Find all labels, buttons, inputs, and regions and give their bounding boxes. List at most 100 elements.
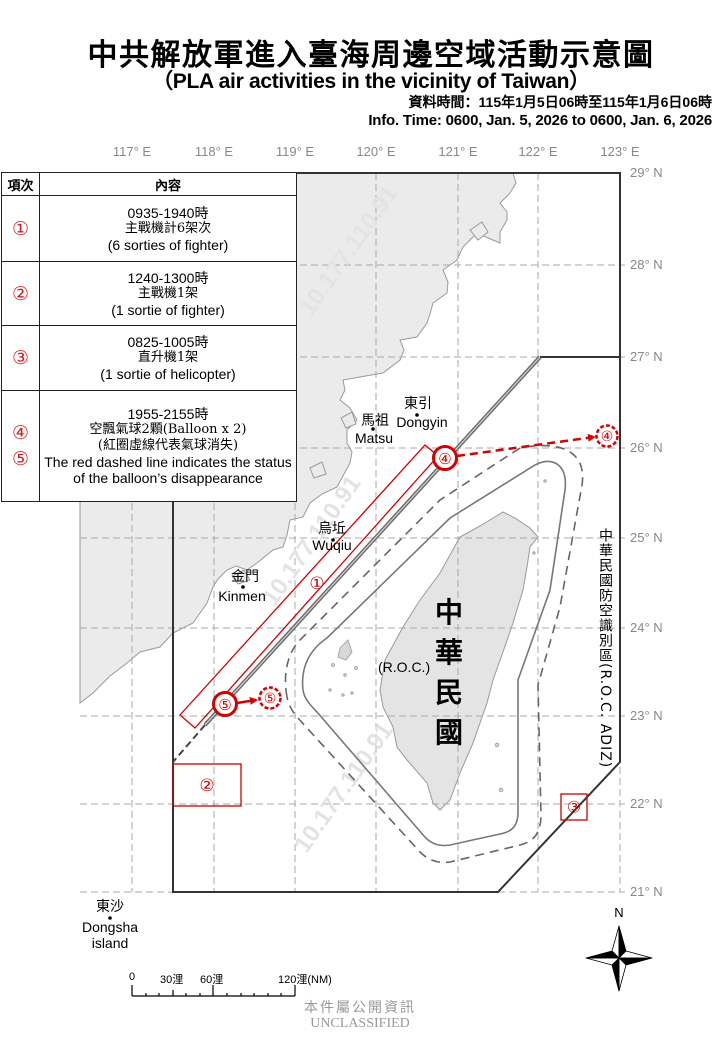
activity-zone-3 [560,793,588,821]
legend-row: ④ ⑤ 1955-2155時 空飄氣球2顆(Balloon x 2) (紅圈虛線… [1,390,297,502]
row-time: 1240-1300時 [127,269,209,286]
compass-north-label: N [614,905,624,920]
longitude-label: 122° E [518,144,558,159]
place-wuqiu-zh: 烏坵 [318,521,346,537]
roc-label-en: (R.O.C.) [378,659,431,675]
legend-row-item: ③ [1,325,40,391]
row-desc-zh: 空飄氣球2顆(Balloon x 2) [89,422,247,437]
legend-header-row: 項次 內容 [1,172,297,196]
legend-row-content: 1240-1300時 主戰機1架 (1 sortie of fighter) [39,261,297,326]
place-kinmen-en: Kinmen [218,588,266,604]
latitude-label: 27° N [630,349,663,364]
median-line-extension [172,724,206,763]
adiz-label: 中華民國防空識別區(R.O.C. ADIZ) [597,528,613,769]
scale-label-120: 120浬(NM) [278,974,332,986]
balloon-4-start-circle [432,445,458,471]
legend-row: ② 1240-1300時 主戰機1架 (1 sortie of fighter) [1,261,297,326]
row-desc-en: (6 sorties of fighter) [107,236,229,253]
row-desc-zh: 主戰機計6架次 [124,220,212,236]
legend-item-4: ④ [11,422,30,444]
activity-zone-2 [172,763,242,807]
longitude-label: 117° E [112,144,152,159]
info-time-zh: 資料時間：115年1月5日06時至115年1月6日06時 [408,94,712,110]
place-dongsha: 東沙 [80,899,140,915]
wuqiu-dot [331,538,335,542]
coastal-islands [231,221,489,585]
row-desc-en: (1 sortie of fighter) [111,301,225,318]
place-wuqiu: 烏坵 [312,521,352,537]
latitude-label: 29° N [630,165,663,180]
legend-row: ③ 0825-1005時 直升機1架 (1 sortie of helicopt… [1,325,297,391]
zone-2-marker: ② [199,776,214,796]
zone-1-marker: ① [309,574,324,594]
place-dongyin: 東引 [396,396,440,412]
latitude-label: 21° N [630,884,663,899]
balloon-4-track [456,433,596,458]
contiguous-zone-line [301,460,567,847]
activity-legend-table: 項次 內容 ① 0935-1940時 主戰機計6架次 (6 sorties of… [1,172,297,502]
legend-row-item: ② [1,261,40,326]
roc-label-zh: 中華民國 [434,596,463,749]
row-time: 0825-1005時 [127,334,209,350]
place-matsu-zh: 馬祖 [361,413,389,429]
taiwan-island [379,511,539,811]
place-dongyin-zh: 東引 [404,396,432,412]
place-matsu: 馬祖 [355,413,395,429]
dongsha-dot [108,916,112,920]
page-subtitle: （PLA air activities in the vicinity of T… [152,70,590,93]
row-desc-en: The red dashed line indicates the status… [44,454,292,486]
longitude-label: 120° E [356,144,396,159]
latitude-label: 23° N [630,708,663,723]
place-wuqiu-en: Wuqiu [312,537,352,553]
place-dots [108,413,419,920]
legend-row-content: 0935-1940時 主戰機計6架次 (6 sorties of fighter… [39,195,297,262]
balloon-5-track [236,696,258,705]
header-item: 項次 [1,172,40,196]
latitude-label: 26° N [630,440,663,455]
place-dongyin-en: Dongyin [396,414,448,430]
place-kinmen-zh: 金門 [231,569,259,585]
kinmen-dot [241,585,245,589]
place-dongsha-en: Dongsha island [70,919,150,951]
latitude-label: 28° N [630,257,663,272]
dongyin-dot [415,413,419,417]
scale-label-0: 0 [129,971,136,983]
adiz-boundary [172,172,621,893]
place-dongsha-zh: 東沙 [96,899,124,915]
longitude-label: 121° E [438,144,478,159]
info-time-en: Info. Time: 0600, Jan. 5, 2026 to 0600, … [368,112,712,129]
classification-zh: 本件屬公開資訊 [304,1000,416,1016]
row-time: 1955-2155時 [127,406,209,422]
latitude-label: 25° N [630,530,663,545]
balloon-5-end-circle [258,686,282,710]
place-dongsha-en-line2: island [91,935,129,951]
place-matsu-en: Matsu [354,430,394,446]
zone-3-marker: ③ [567,798,581,817]
latitude-label: 22° N [630,796,663,811]
balloon-5-start-circle [212,691,238,717]
header-content: 內容 [39,172,297,196]
median-line-center [204,356,541,726]
row-desc-zh: 直升機1架 [137,350,199,365]
balloon-4-end-circle [595,424,619,448]
longitude-label: 119° E [275,144,315,159]
place-dongsha-en-line1: Dongsha [81,919,139,935]
legend-row-content: 0825-1005時 直升機1架 (1 sortie of helicopter… [39,325,297,391]
legend-item-5: ⑤ [11,448,30,470]
outer-dashed-zone-line [284,444,584,864]
legend-row: ① 0935-1940時 主戰機計6架次 (6 sorties of fight… [1,195,297,262]
row-note-zh: (紅圈虛線代表氣球消失) [97,438,239,453]
page-title: 中共解放軍進入臺海周邊空域活動示意圖 [87,38,655,73]
scale-label-30: 30浬 [160,974,184,986]
scale-label-60: 60浬 [200,974,224,986]
classification-en: UNCLASSIFIED [310,1016,410,1031]
row-desc-zh: 主戰機1架 [137,285,199,301]
balloon-4-end-marker: ④ [601,429,614,445]
matsu-dot [371,427,375,431]
longitude-label: 118° E [194,144,234,159]
legend-row-item: ① [1,195,40,262]
legend-row-content: 1955-2155時 空飄氣球2顆(Balloon x 2) (紅圈虛線代表氣球… [39,390,297,502]
compass-rose-icon [585,925,653,992]
